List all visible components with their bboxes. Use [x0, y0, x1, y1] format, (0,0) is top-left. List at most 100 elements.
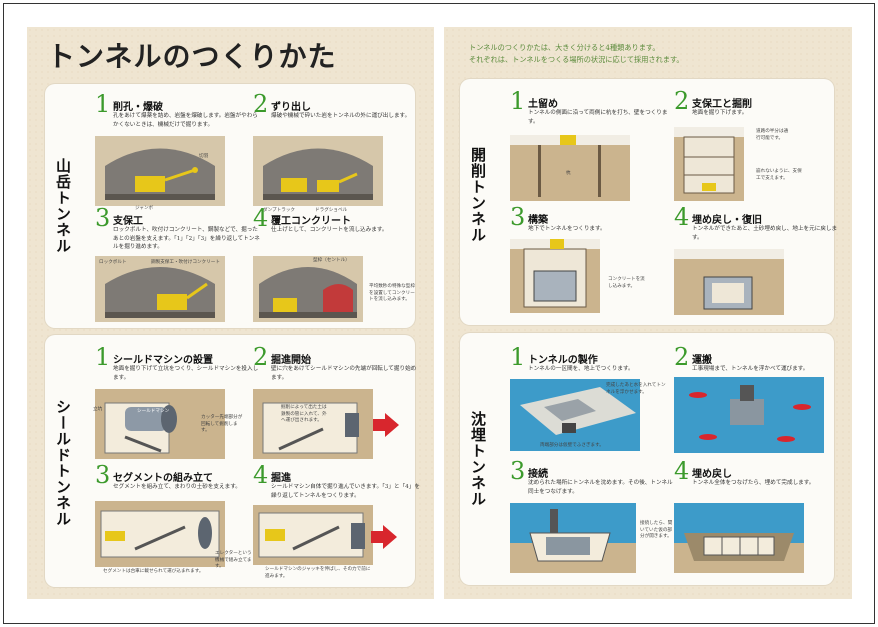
note: 道路の半分は通行可能です。 [756, 129, 789, 141]
step-4: 4 埋め戻し トンネル全体をつなげたら、埋めて完成します。 [674, 457, 834, 579]
shield-setup-illustration [95, 389, 225, 459]
segment-assembly-illustration [95, 501, 225, 567]
note: セグメントは台車に載せられて運び込まれます。 [103, 569, 204, 574]
step-title: 運搬 [692, 355, 712, 366]
note: 掘削によって出た土は鉄製の管に入れて、外へ運び出されます。 [281, 405, 327, 423]
step-1: 1 削孔・爆破 孔をあけて爆薬を詰め、岩盤を爆破します。岩盤がやわらかくないとき… [95, 90, 258, 212]
step-2: 2 支保工と掘削 地面を掘り下げます。 道路の半分は通行可能です。 崩れないよう… [674, 87, 834, 209]
step-description: 地面を掘り下げます。 [692, 110, 748, 116]
step-3: 3 接続 沈められた場所にトンネルを沈めます。その後、トンネル同士をつなげます。… [510, 457, 673, 579]
note: シールドマシン [137, 409, 170, 414]
step-number: 1 [95, 343, 111, 371]
step-number: 4 [674, 457, 690, 485]
note: シールドマシンのジャッキを伸ばし、その力で前に進みます。 [265, 567, 371, 579]
excavation-illustration [674, 127, 744, 201]
section-card-immersed-tube: 沈埋トンネル 1 トンネルの製作 トンネルの一区間を、地上でつくります。 完成し… [460, 333, 834, 585]
connection-illustration [510, 503, 636, 573]
step-description: 地面を掘り下げて立坑をつくり、シールドマシンを投入します。 [113, 366, 259, 381]
note: 鋼製支保工・吹付けコンクリート [151, 260, 220, 265]
step-4: 4 覆工コンクリート 仕上げとして、コンクリートを流し込みます。 型枠（セントル… [253, 204, 415, 326]
support-illustration [95, 256, 225, 322]
step-description: ロックボルト、吹付けコンクリート、鋼製などで、掘ったあとの岩盤を支えます。「1」… [113, 227, 260, 250]
step-number: 1 [510, 87, 526, 115]
note: 接続したら、間いていた仮の部分が開きます。 [640, 521, 673, 539]
mountain-tunnel-illustration [95, 136, 225, 206]
step-description: セグメントを組み立て、まわりの土砂を支えます。 [113, 484, 241, 490]
note: ジャンボ [135, 206, 154, 211]
step-number: 2 [253, 343, 269, 371]
step-number: 2 [674, 343, 690, 371]
note: ダンプトラック [263, 208, 296, 213]
step-number: 3 [510, 203, 526, 231]
note: 両端部分は仮壁でふさぎます。 [540, 443, 604, 448]
category-title: 山岳トンネル [54, 158, 72, 254]
burial-illustration [674, 503, 804, 573]
advance-illustration [253, 505, 403, 565]
step-number: 1 [95, 90, 111, 118]
right-page: トンネルのつくりかたは、大きく分けると4種類あります。 それぞれは、トンネルをつ… [444, 27, 852, 599]
step-title: 構築 [528, 215, 548, 226]
step-title: 掘進 [271, 473, 291, 484]
note: カッター先端部分が回転して掘削します。 [201, 415, 243, 433]
page-frame [3, 3, 875, 624]
step-1: 1 トンネルの製作 トンネルの一区間を、地上でつくります。 完成したあと水を入れ… [510, 343, 670, 465]
step-number: 1 [510, 343, 526, 371]
note: 崩れないように、支保工で支えます。 [756, 169, 802, 181]
category-title: 沈埋トンネル [469, 411, 487, 507]
step-3: 3 支保工 ロックボルト、吹付けコンクリート、鋼製などで、掘ったあとの岩盤を支え… [95, 204, 260, 326]
note: 型枠（セントル） [313, 258, 350, 263]
step-description: シールドマシン自体で掘り進んでいきます。「3」と「4」を繰り返してトンネルをつく… [271, 484, 420, 499]
step-title: 接続 [528, 469, 548, 480]
transport-illustration [674, 377, 824, 453]
retaining-wall-illustration [510, 135, 630, 201]
section-card-shield: シールドトンネル 1 シールドマシンの設置 地面を掘り下げて立坑をつくり、シール… [45, 335, 420, 587]
step-number: 3 [95, 204, 111, 232]
step-4: 4 埋め戻し・復旧 トンネルができたあと、土砂埋め戻し、地上を元に戻します。 [674, 203, 837, 325]
step-title: 覆工コンクリート [271, 216, 351, 227]
step-title: 埋め戻し・復旧 [692, 215, 762, 226]
intro-text: トンネルのつくりかたは、大きく分けると4種類あります。 それぞれは、トンネルをつ… [469, 42, 684, 66]
step-number: 3 [95, 461, 111, 489]
step-1: 1 シールドマシンの設置 地面を掘り下げて立坑をつくり、シールドマシンを投入しま… [93, 343, 258, 465]
step-2: 2 ずり出し 爆破や機械で砕いた岩をトンネルの外に運び出します。 ダンプトラック… [253, 90, 413, 213]
left-page: トンネルのつくりかた 山岳トンネル 1 削孔・爆破 孔をあけて爆薬を詰め、岩盤を… [27, 27, 434, 599]
step-2: 2 掘進開始 壁に穴をあけてシールドマシンの先端が回転して掘り始めます。 掘削に… [253, 343, 416, 465]
intro-line: トンネルのつくりかたは、大きく分けると4種類あります。 [469, 43, 660, 52]
note: ロックボルト [99, 260, 127, 265]
section-card-cut-and-cover: 開削トンネル 1 土留め トンネルの側面に沿って両側に杭を打ち、壁をつくります。… [460, 79, 837, 325]
step-title: 支保工 [113, 216, 143, 227]
step-title: トンネルの製作 [528, 355, 598, 366]
step-description: 沈められた場所にトンネルを沈めます。その後、トンネル同士をつなげます。 [528, 480, 673, 495]
step-number: 4 [674, 203, 690, 231]
construction-illustration [510, 239, 600, 313]
step-number: 2 [674, 87, 690, 115]
mucking-illustration [253, 136, 383, 206]
category-title: シールドトンネル [54, 399, 72, 527]
category-title: 開削トンネル [469, 147, 487, 243]
step-number: 3 [510, 457, 526, 485]
note: 杭 [566, 171, 571, 176]
note: 切羽 [199, 154, 209, 159]
note: 完成したあと水を入れてトンネルを浮かせます。 [606, 383, 666, 395]
step-title: セグメントの組み立て [113, 473, 213, 484]
step-title: 削孔・爆破 [113, 102, 163, 113]
step-description: 壁に穴をあけてシールドマシンの先端が回転して掘り始めます。 [271, 366, 417, 381]
step-description: トンネルの側面に沿って両側に杭を打ち、壁をつくります。 [528, 110, 668, 125]
step-3: 3 構築 地下でトンネルをつくります。 コンクリートを流し込みます。 [510, 203, 670, 325]
note: 立坑 [93, 407, 103, 412]
step-title: 埋め戻し [692, 469, 732, 480]
step-description: トンネルの一区間を、地上でつくります。 [528, 366, 634, 372]
backfill-illustration [674, 249, 784, 315]
step-number: 4 [253, 461, 269, 489]
step-description: トンネルができたあと、土砂埋め戻し、地上を元に戻します。 [692, 226, 838, 241]
note: コンクリートを流し込みます。 [608, 277, 645, 289]
note: 平均数秒の特殊な型枠を設置してコンクリートを流し込みます。 [369, 284, 415, 302]
page-title: トンネルのつくりかた [47, 40, 337, 73]
step-description: 工事現場まで、トンネルを浮かべて運びます。 [692, 366, 809, 372]
step-3: 3 セグメントの組み立て セグメントを組み立て、まわりの土砂を支えます。 セグメ… [95, 461, 255, 583]
intro-line: それぞれは、トンネルをつくる場所の状況に応じて採用されます。 [469, 55, 684, 64]
lining-illustration [253, 256, 363, 322]
step-description: 地下でトンネルをつくります。 [528, 226, 606, 232]
step-2: 2 運搬 工事現場まで、トンネルを浮かべて運びます。 [674, 343, 834, 465]
step-description: トンネル全体をつなげたら、埋めて完成します。 [692, 480, 815, 486]
